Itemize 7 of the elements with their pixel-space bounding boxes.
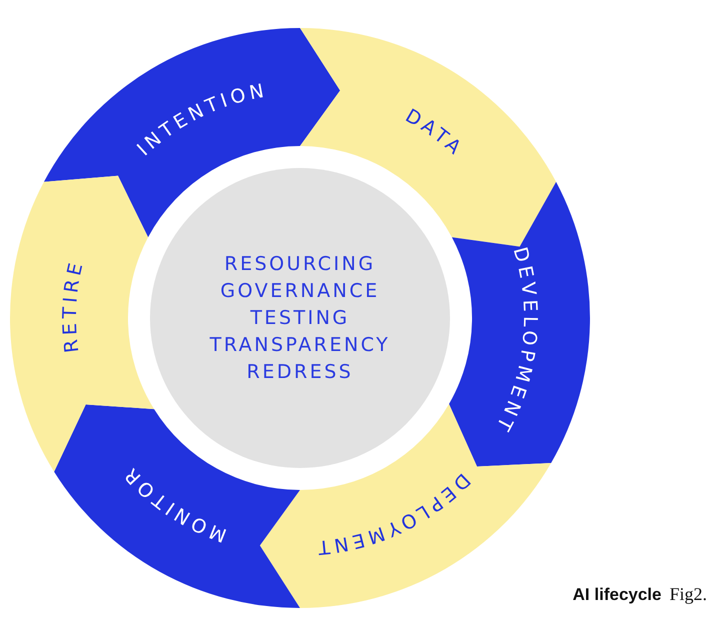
figure-number: Fig2. (669, 584, 707, 605)
topic-label: TESTING (250, 306, 350, 330)
topic-label: REDRESS (246, 360, 354, 384)
caption: AI lifecycle (572, 585, 662, 605)
topic-label: TRANSPARENCY (210, 332, 390, 358)
topic-label: GOVERNANCE (220, 278, 380, 304)
topic-label: RESOURCING (224, 252, 376, 276)
